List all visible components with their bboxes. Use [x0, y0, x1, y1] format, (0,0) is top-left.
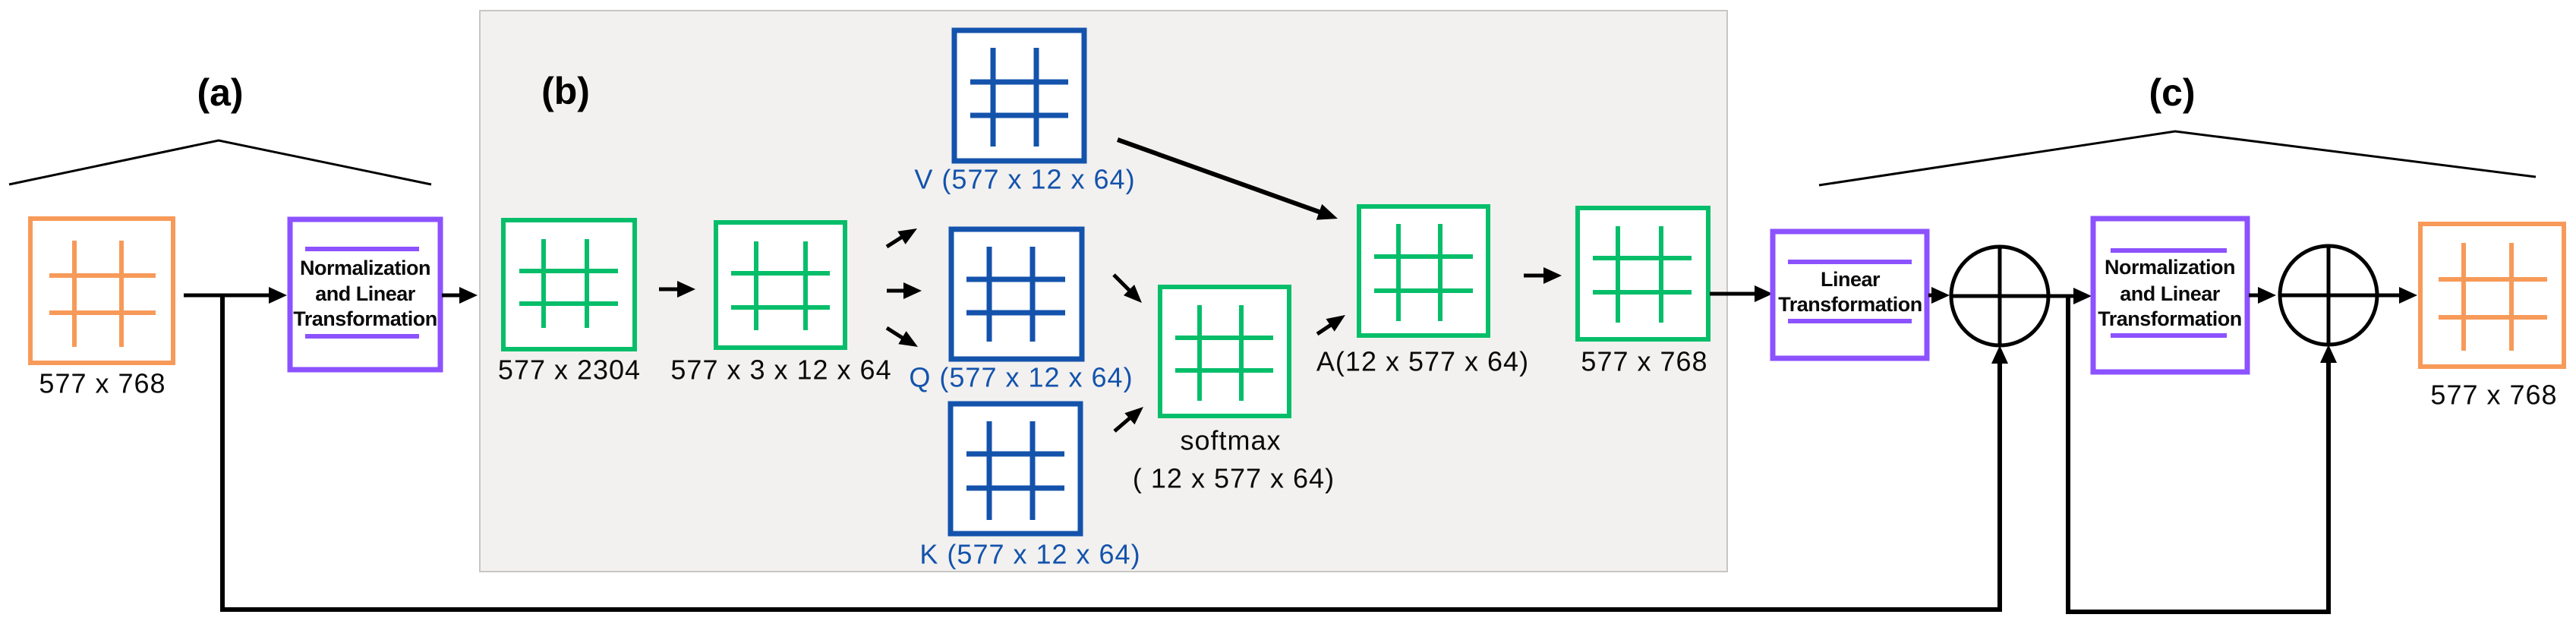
arrowhead-icon	[1316, 203, 1338, 220]
matrix-border	[2418, 222, 2566, 369]
box-border	[1770, 228, 1930, 361]
matrix-output	[2418, 222, 2566, 369]
box-label-line: Normalization	[2105, 256, 2235, 279]
arrow-fan-to-k	[885, 326, 918, 347]
arrowhead-icon	[1543, 267, 1562, 284]
arrow-line	[885, 234, 905, 249]
arrowhead-icon	[459, 287, 478, 304]
arrow-k-to-softmax	[1113, 407, 1143, 433]
arrow-linear-to-add1	[1928, 287, 1950, 304]
matrix-q	[948, 226, 1085, 362]
norm-linear-box-c: Normalization and Linear Transformation	[2090, 216, 2250, 375]
arrow-output-to-linear	[1710, 285, 1773, 302]
arrowhead-icon	[2258, 287, 2276, 304]
arrowhead-icon	[1931, 287, 1950, 304]
matrix-border	[1158, 285, 1291, 418]
matrix-input	[28, 216, 175, 365]
matrix-border	[948, 226, 1085, 362]
arrow-fan-to-v	[885, 228, 917, 249]
arrow-concat-to-reshaped	[659, 281, 695, 298]
arrow-add2-to-output	[2377, 287, 2417, 304]
arrowhead-icon	[269, 287, 287, 304]
matrix-border	[1575, 206, 1711, 342]
arrowhead-icon	[903, 282, 922, 299]
section-c-label: (c)	[2149, 71, 2195, 114]
residual-skip-2	[2066, 296, 2331, 614]
arrow-line	[1113, 416, 1132, 433]
norm-linear-box-a: Normalization and Linear Transformation	[287, 216, 443, 373]
add-circle-2	[2278, 244, 2379, 347]
k-matrix-label: K (577 x 12 x 64)	[919, 539, 1140, 570]
residual-1-arrowhead-icon	[1991, 345, 2008, 364]
q-matrix-label: Q (577 x 12 x 64)	[909, 362, 1133, 393]
arrowhead-icon	[898, 331, 918, 347]
output-matrix-dims-label: 577 x 768	[2430, 380, 2557, 411]
attention-dims-label: A(12 x 577 x 64)	[1316, 346, 1529, 377]
section-a: (a) 577 x 768 Normalization and Linear T…	[8, 71, 478, 399]
matrix-border	[947, 401, 1083, 537]
section-b-label: (b)	[541, 70, 590, 112]
arrow-norm-to-add2	[2249, 287, 2276, 304]
matrix-b-output	[1575, 206, 1711, 342]
reshaped-dims-label: 577 x 3 x 12 x 64	[670, 354, 891, 386]
box-label-line: Transformation	[1778, 293, 1922, 316]
matrix-v	[951, 27, 1087, 164]
arrowhead-icon	[1123, 284, 1142, 303]
arrow-q-to-softmax	[1112, 273, 1142, 303]
arrowhead-icon	[1326, 315, 1345, 332]
matrix-attention	[1357, 204, 1490, 338]
arrowhead-icon	[1755, 285, 1773, 302]
arrow-add1-to-norm	[2048, 288, 2092, 304]
qkv-concat-dims-label: 577 x 2304	[498, 354, 641, 386]
softmax-label: softmax	[1180, 425, 1281, 456]
matrix-softmax	[1158, 285, 1291, 418]
box-label-line: Transformation	[2098, 307, 2242, 330]
add-circle-1	[1949, 244, 2051, 348]
section-c-brace	[1818, 130, 2537, 187]
box-border	[287, 216, 443, 373]
matrix-border	[28, 216, 175, 365]
arrowhead-icon	[897, 228, 917, 244]
arrow-line	[1116, 137, 1323, 215]
box-label-line: Linear	[1821, 268, 1881, 291]
matrix-reshaped	[714, 220, 847, 350]
arrow-attention-to-output	[1524, 267, 1562, 284]
arrow-line	[1112, 273, 1131, 292]
input-matrix-dims-label: 577 x 768	[39, 368, 166, 399]
matrix-qkv-concat	[501, 218, 637, 351]
arrow-softmax-to-attention	[1316, 315, 1345, 336]
arrow-line	[885, 326, 905, 341]
b-output-dims-label: 577 x 768	[1581, 346, 1707, 377]
residual-skip-1	[220, 295, 2002, 612]
box-label-line: and Linear	[315, 282, 416, 305]
matrix-k	[947, 401, 1083, 537]
box-label-line: and Linear	[2120, 282, 2221, 305]
arrow-fan-to-q	[887, 282, 922, 299]
arrowhead-icon	[2073, 288, 2092, 304]
arrow-norm-to-panel	[442, 287, 478, 304]
linear-box: Linear Transformation	[1770, 228, 1930, 361]
matrix-border	[951, 27, 1087, 164]
residual-2-arrowhead-icon	[2320, 345, 2337, 363]
section-a-label: (a)	[197, 71, 243, 114]
arrow-input-to-norm	[184, 287, 287, 304]
box-border	[2090, 216, 2250, 375]
matrix-border	[714, 220, 847, 350]
matrix-border	[1357, 204, 1490, 338]
arrowhead-icon	[1124, 407, 1143, 425]
v-matrix-label: V (577 x 12 x 64)	[914, 164, 1135, 195]
arrowhead-icon	[2399, 287, 2417, 304]
section-a-brace	[8, 139, 432, 186]
matrix-border	[501, 218, 637, 351]
arrow-v-to-attention	[1116, 137, 1338, 220]
section-c: (c) Linear Transformation	[1710, 71, 2566, 411]
softmax-dims-label: ( 12 x 577 x 64)	[1133, 463, 1335, 494]
box-label-line: Normalization	[300, 257, 430, 279]
box-label-line: Transformation	[293, 307, 437, 330]
section-b: (b) 577 x 2304 577 x 3 x 12 x 64	[498, 27, 1711, 570]
arrowhead-icon	[677, 281, 695, 298]
